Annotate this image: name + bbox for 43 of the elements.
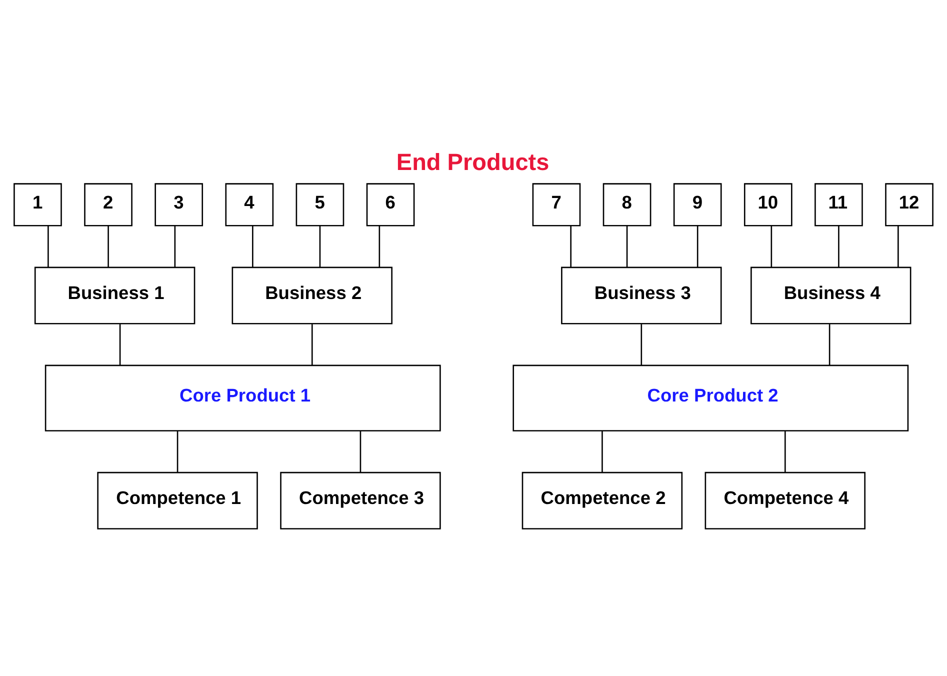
node-box: Business 4 — [750, 266, 912, 324]
connector — [174, 226, 176, 268]
connector — [770, 226, 772, 268]
connector — [602, 431, 603, 473]
node-box: 3 — [154, 183, 204, 226]
node-box: Core Product 1 — [44, 364, 441, 432]
connector — [176, 431, 178, 473]
node-box: 4 — [225, 183, 274, 226]
connector — [119, 324, 121, 366]
node-box: 2 — [84, 183, 132, 226]
node-box: Competence 3 — [280, 472, 441, 530]
connector — [640, 324, 642, 366]
node-box: 1 — [14, 183, 62, 226]
node-box: Competence 1 — [97, 472, 258, 530]
connector — [784, 431, 786, 473]
node-box: 11 — [814, 183, 863, 226]
connector — [838, 226, 840, 268]
connector — [311, 324, 313, 366]
connector — [108, 226, 109, 268]
connector — [828, 324, 830, 366]
node-box: Core Product 2 — [512, 364, 909, 432]
connector — [360, 431, 362, 473]
connector — [898, 226, 899, 268]
node-box: 6 — [366, 183, 415, 226]
connector — [252, 226, 254, 268]
connector — [378, 226, 380, 268]
node-box: Business 2 — [232, 266, 392, 324]
node-box: Competence 4 — [704, 472, 866, 530]
connector — [696, 226, 698, 268]
connector — [48, 226, 49, 268]
connector — [626, 226, 628, 268]
node-box: Competence 2 — [522, 472, 683, 530]
node-box: Business 1 — [34, 266, 196, 324]
node-box: 7 — [532, 183, 581, 226]
node-box: 8 — [602, 183, 652, 226]
node-box: Business 3 — [561, 266, 722, 324]
diagram-title: End Products — [396, 148, 550, 175]
connector — [319, 226, 321, 268]
node-box: 10 — [744, 183, 792, 226]
connector — [570, 226, 572, 268]
node-box: 9 — [673, 183, 722, 226]
node-box: 5 — [296, 183, 344, 226]
node-box: 12 — [885, 183, 934, 226]
